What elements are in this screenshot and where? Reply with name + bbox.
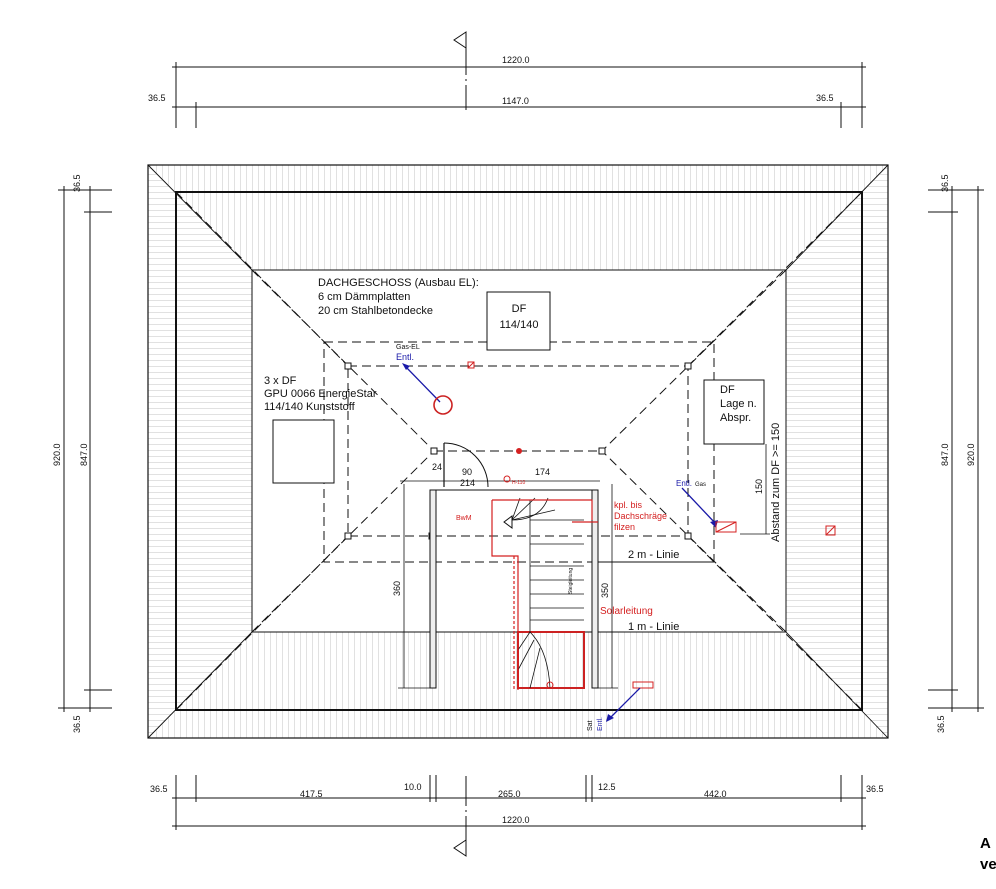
heater-tag: H-110 — [512, 480, 525, 486]
dim-360: 360 — [392, 581, 402, 596]
roof-window-top-label: DF — [512, 303, 527, 315]
gas-el-label: Gas-EL — [396, 344, 420, 351]
dim-left-total: 920.0 — [52, 443, 62, 466]
dim-right-total: 920.0 — [966, 443, 976, 466]
dim-top-right: 36.5 — [816, 93, 834, 103]
chimney-symbol — [433, 395, 453, 415]
dim-214: 214 — [460, 478, 475, 488]
dim-left-bottom: 36.5 — [72, 715, 82, 733]
dim-top-left: 36.5 — [148, 93, 166, 103]
vent-arrow-top — [404, 365, 441, 403]
solar-line-label: Solarleitung — [600, 606, 653, 617]
two-meter-label: 2 m - Linie — [628, 549, 679, 561]
dim-bottom-total: 1220.0 — [502, 815, 530, 825]
felt-note-3: filzen — [614, 522, 635, 532]
roof-window-top — [486, 291, 551, 351]
felt-note-2: Dachschräge — [614, 511, 667, 521]
vent-label-top: Entl. — [396, 352, 414, 362]
dim-90: 90 — [462, 467, 472, 477]
stair-riser-label: Steigleitung — [568, 568, 574, 594]
corner-text-line1: A — [980, 835, 991, 852]
dim-right-top: 36.5 — [940, 174, 950, 192]
roof-window-left-type: GPU 0066 EnergieStar — [264, 388, 377, 400]
roof-window-left-size: 114/140 Kunststoff — [264, 401, 356, 413]
roof-window-left — [272, 419, 335, 484]
dim-bottom-b: 417.5 — [300, 789, 323, 799]
insulation-note: 6 cm Dämmplatten — [318, 291, 410, 303]
dim-top-inner: 1147.0 — [502, 96, 529, 106]
clearance-label: Abstand zum DF >= 150 — [770, 423, 782, 542]
roof-window-right-label: DF — [720, 384, 735, 396]
vent-label-right: Entl. — [676, 479, 692, 488]
dim-350: 350 — [600, 583, 610, 598]
dim-bottom-d: 265.0 — [498, 789, 521, 799]
bwm-label: BwM — [456, 515, 472, 522]
dim-right-bottom: 36.5 — [936, 715, 946, 733]
vent-arrowhead-top — [402, 363, 410, 370]
stair-dimension-lines — [398, 484, 618, 689]
dim-right-inner: 847.0 — [940, 443, 950, 466]
vent-arrow-bottom — [609, 687, 641, 719]
roof-window-left-count: 3 x DF — [264, 375, 297, 387]
right-dimension-lines — [928, 186, 984, 712]
stairwell-walls — [429, 489, 599, 689]
dim-left-top: 36.5 — [72, 174, 82, 192]
corner-text-line2: ve — [980, 856, 996, 873]
dim-150: 150 — [754, 479, 764, 494]
sat-box — [632, 681, 654, 689]
one-meter-label: 1 m - Linie — [628, 621, 679, 633]
red-marker-far-right — [825, 525, 836, 536]
gas-label-right: Gas — [695, 482, 706, 488]
section-marker-top — [453, 31, 467, 49]
dim-bottom-f: 442.0 — [704, 789, 727, 799]
door-swing — [443, 442, 489, 488]
roof-window-right-note2: Abspr. — [720, 412, 751, 424]
vent-label-bottom: Entl. — [597, 717, 604, 731]
dim-bottom-c: 10.0 — [404, 782, 422, 792]
section-marker-bottom — [453, 839, 467, 857]
slab-note: 20 cm Stahlbetondecke — [318, 305, 433, 317]
roof-window-right-note1: Lage n. — [720, 398, 757, 410]
clearance-dimension — [740, 444, 770, 535]
dim-bottom-a: 36.5 — [150, 784, 168, 794]
top-dimension-lines — [172, 45, 866, 128]
dim-left-inner: 847.0 — [79, 443, 89, 466]
red-marker-right — [715, 521, 737, 533]
left-dimension-lines — [58, 186, 112, 712]
vent-arrow-right — [681, 487, 717, 525]
dim-bottom-e: 12.5 — [598, 782, 616, 792]
service-lines — [491, 499, 598, 690]
dim-bottom-g: 36.5 — [866, 784, 884, 794]
dim-174: 174 — [535, 467, 550, 477]
sat-label: Sat — [587, 720, 594, 731]
dim-top-total: 1220.0 — [502, 55, 530, 65]
stair-arrow — [503, 515, 513, 529]
cropped-corner-text: A ve — [980, 833, 996, 875]
roof-window-right — [703, 379, 765, 445]
roof-window-top-size: 114/140 — [500, 319, 539, 331]
red-marker-top — [467, 361, 475, 369]
bottom-dimension-lines — [172, 775, 866, 842]
dim-24: 24 — [432, 462, 442, 472]
floor-title: DACHGESCHOSS (Ausbau EL): — [318, 277, 479, 289]
felt-note-1: kpl. bis — [614, 500, 643, 510]
